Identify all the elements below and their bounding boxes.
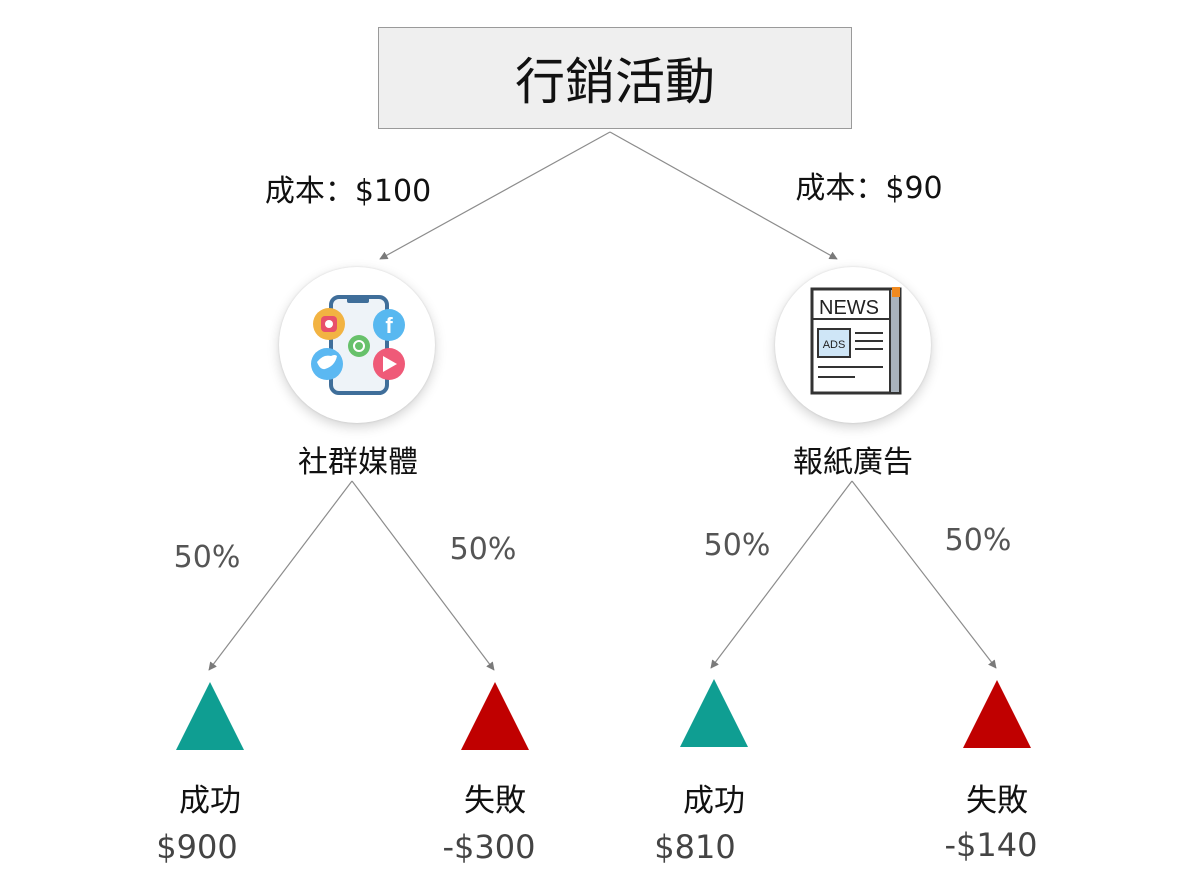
edge-social-failure xyxy=(351,480,495,671)
outcome-value-newspaper-failure: -$140 xyxy=(944,826,1038,864)
prob-newspaper-failure: 50% xyxy=(944,523,1012,558)
newspaper-heading-text: NEWS xyxy=(819,297,879,319)
prob-newspaper-success: 50% xyxy=(703,528,771,563)
newspaper-ads-text: ADS xyxy=(823,339,846,351)
edge-social-success xyxy=(208,480,353,671)
failure-triangle-icon xyxy=(963,680,1031,748)
outcome-value-newspaper-success: $810 xyxy=(654,828,736,866)
newspaper-ads-icon: NEWS ADS xyxy=(775,267,931,423)
root-label: 行銷活動 xyxy=(515,53,715,111)
cost-label-social: 成本：$100 xyxy=(264,174,432,209)
social-media-phone-icon: f xyxy=(279,267,435,423)
edge-root-newspaper xyxy=(609,131,838,260)
failure-triangle-icon xyxy=(461,682,529,750)
node-label-newspaper: 報紙廣告 xyxy=(793,445,913,480)
outcome-value-social-failure: -$300 xyxy=(442,828,536,866)
node-label-social: 社群媒體 xyxy=(298,445,418,480)
cost-label-newspaper: 成本：$90 xyxy=(795,171,943,206)
edge-root-social xyxy=(379,131,611,260)
svg-text:f: f xyxy=(385,313,393,338)
edge-newspaper-success xyxy=(710,480,853,669)
root-node: 行銷活動 xyxy=(378,27,852,129)
prob-social-success: 50% xyxy=(173,540,241,575)
outcome-value-social-success: $900 xyxy=(156,828,238,866)
edge-newspaper-failure xyxy=(851,480,997,669)
outcome-label-newspaper-failure: 失敗 xyxy=(966,783,1028,819)
success-triangle-icon xyxy=(680,679,748,747)
outcome-label-newspaper-success: 成功 xyxy=(683,783,745,819)
prob-social-failure: 50% xyxy=(449,532,517,567)
success-triangle-icon xyxy=(176,682,244,750)
outcome-label-social-success: 成功 xyxy=(179,783,241,819)
outcome-label-social-failure: 失敗 xyxy=(464,783,526,819)
